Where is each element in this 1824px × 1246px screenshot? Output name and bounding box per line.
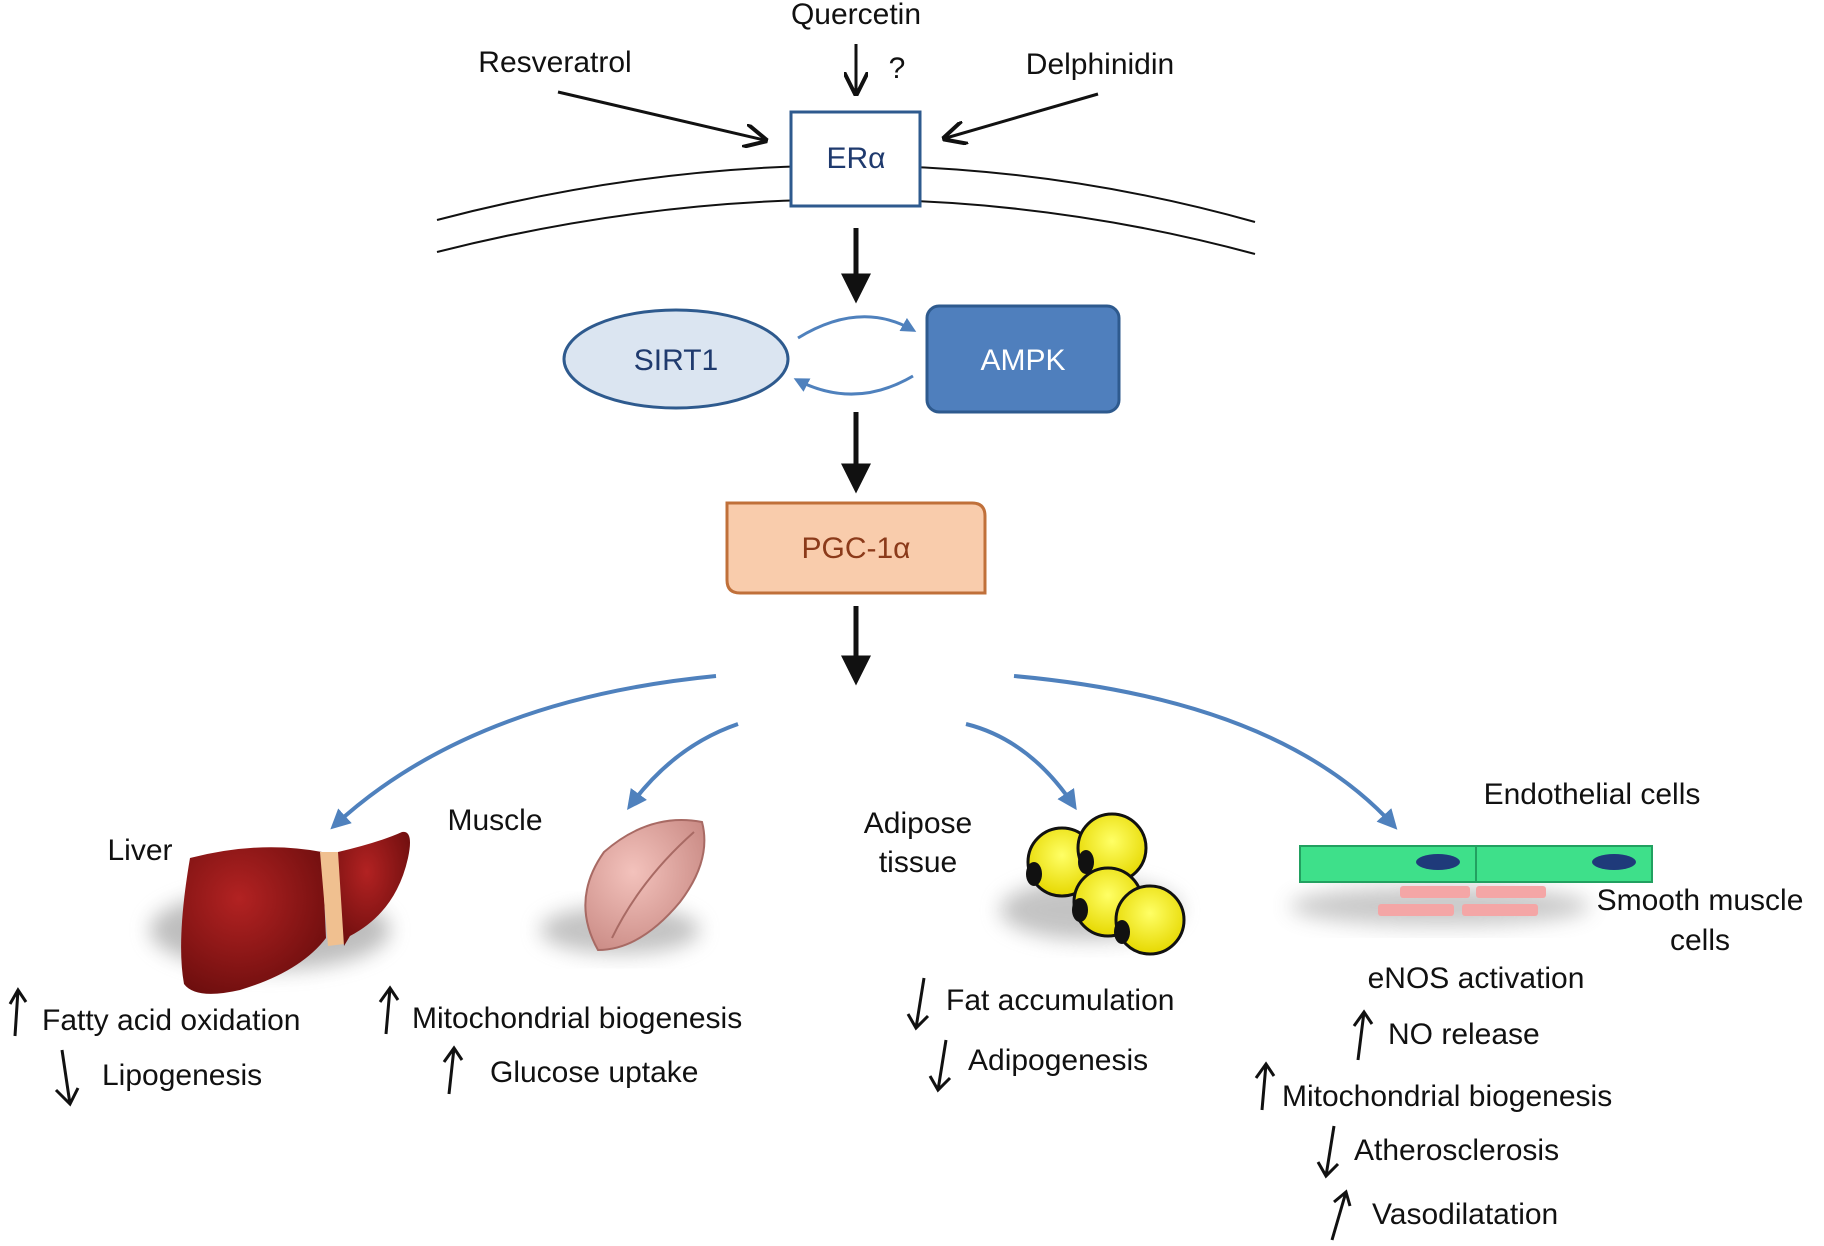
cell-membrane-inner — [436, 198, 1256, 255]
question-mark-label: ? — [889, 52, 906, 85]
adipose-illustration — [1000, 812, 1186, 956]
sirt1-node — [562, 308, 790, 410]
adipose-label-line2: tissue — [879, 846, 957, 879]
ampk-to-sirt1-arrow — [793, 374, 914, 396]
smooth-muscle-label-line2: cells — [1670, 924, 1730, 957]
liver-label: Liver — [107, 834, 172, 867]
adipose-effect-2: Adipogenesis — [968, 1044, 1148, 1077]
quercetin-label: Quercetin — [791, 0, 921, 31]
vascular-effect-2: NO release — [1388, 1018, 1540, 1051]
vascular-up-arrow-icon-3 — [1330, 1189, 1352, 1241]
vascular-down-arrow-icon — [1316, 1125, 1340, 1179]
endothelial-label: Endothelial cells — [1484, 778, 1701, 811]
era-label: ERα — [826, 142, 885, 175]
vascular-effect-3: Mitochondrial biogenesis — [1282, 1080, 1612, 1113]
sirt1-label: SIRT1 — [634, 344, 718, 377]
muscle-effect-2: Glucose uptake — [490, 1056, 698, 1089]
muscle-effect-1: Mitochondrial biogenesis — [412, 1002, 742, 1035]
resveratrol-label: Resveratrol — [478, 46, 631, 79]
adipose-label-line1: Adipose — [864, 807, 972, 840]
delphinidin-arrow — [946, 92, 1099, 138]
pgc1a-node — [725, 501, 987, 595]
ampk-label: AMPK — [980, 344, 1065, 377]
adipose-down-arrow-icon-1 — [906, 977, 930, 1031]
liver-effect-1: Fatty acid oxidation — [42, 1004, 300, 1037]
pgc1a-label: PGC-1α — [801, 532, 910, 565]
vascular-up-arrow-icon-2 — [1254, 1061, 1276, 1111]
muscle-up-arrow-icon-1 — [378, 985, 400, 1035]
vascular-effect-5: Vasodilatation — [1372, 1198, 1558, 1231]
liver-illustration — [150, 831, 410, 994]
vascular-effect-1: eNOS activation — [1368, 962, 1585, 995]
ampk-node — [925, 304, 1121, 414]
vascular-up-arrow-icon-1 — [1352, 1009, 1374, 1061]
endothelial-illustration — [1290, 845, 1653, 926]
arrow-to-muscle — [627, 722, 739, 811]
adipose-effect-1: Fat accumulation — [946, 984, 1174, 1017]
liver-effect-2: Lipogenesis — [102, 1059, 262, 1092]
smooth-muscle-label-line1: Smooth muscle — [1597, 884, 1804, 917]
delphinidin-label: Delphinidin — [1026, 48, 1174, 81]
arrow-to-liver — [330, 674, 717, 830]
arrow-to-adipose — [965, 722, 1077, 811]
arrow-to-endothelial — [1013, 674, 1398, 830]
adipose-down-arrow-icon-2 — [928, 1039, 952, 1093]
muscle-illustration — [540, 819, 706, 954]
muscle-up-arrow-icon-2 — [442, 1045, 464, 1095]
liver-up-arrow-icon — [8, 987, 28, 1037]
resveratrol-arrow — [557, 90, 764, 140]
sirt1-to-ampk-arrow — [797, 315, 917, 340]
effect-arrows — [8, 977, 1374, 1241]
vascular-effect-4: Atherosclerosis — [1354, 1134, 1559, 1167]
liver-down-arrow-icon — [54, 1049, 80, 1107]
era-receptor-box — [789, 110, 922, 208]
muscle-label: Muscle — [447, 804, 542, 837]
